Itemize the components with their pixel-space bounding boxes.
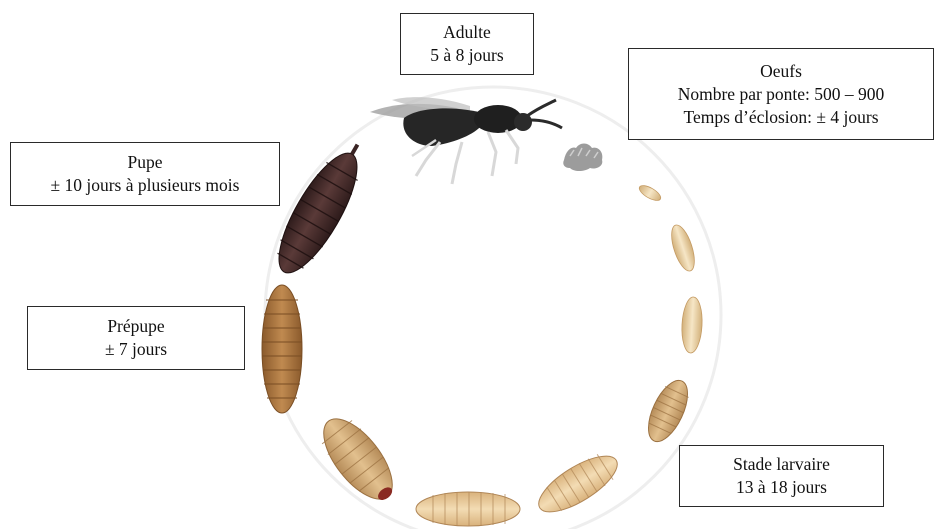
pupa-stage-name: Pupe (11, 151, 279, 174)
egg-stage-name: Oeufs (629, 60, 933, 83)
prepupa-illustration (262, 285, 302, 413)
egg-count-per-laying: Nombre par ponte: 500 – 900 (629, 83, 933, 106)
adult-stage-name: Adulte (401, 21, 533, 44)
egg-stage-label: Oeufs Nombre par ponte: 500 – 900 Temps … (628, 48, 934, 140)
larva-stage-name: Stade larvaire (680, 453, 883, 476)
larva-stage-duration: 13 à 18 jours (680, 476, 883, 499)
pupa-stage-label: Pupe ± 10 jours à plusieurs mois (10, 142, 280, 206)
adult-stage-label: Adulte 5 à 8 jours (400, 13, 534, 75)
prepupa-stage-duration: ± 7 jours (28, 338, 244, 361)
large-larva-illustration (416, 492, 520, 526)
late-larva-illustration (311, 408, 405, 512)
larva-stage-label: Stade larvaire 13 à 18 jours (679, 445, 884, 507)
pupa-illustration (265, 134, 377, 283)
adult-stage-duration: 5 à 8 jours (401, 44, 533, 67)
pupa-stage-duration: ± 10 jours à plusieurs mois (11, 174, 279, 197)
adult-fly-illustration (370, 97, 562, 184)
egg-cluster-illustration (563, 144, 602, 172)
prepupa-stage-name: Prépupe (28, 315, 244, 338)
prepupa-stage-label: Prépupe ± 7 jours (27, 306, 245, 370)
egg-hatching-time: Temps d’éclosion: ± 4 jours (629, 106, 933, 129)
